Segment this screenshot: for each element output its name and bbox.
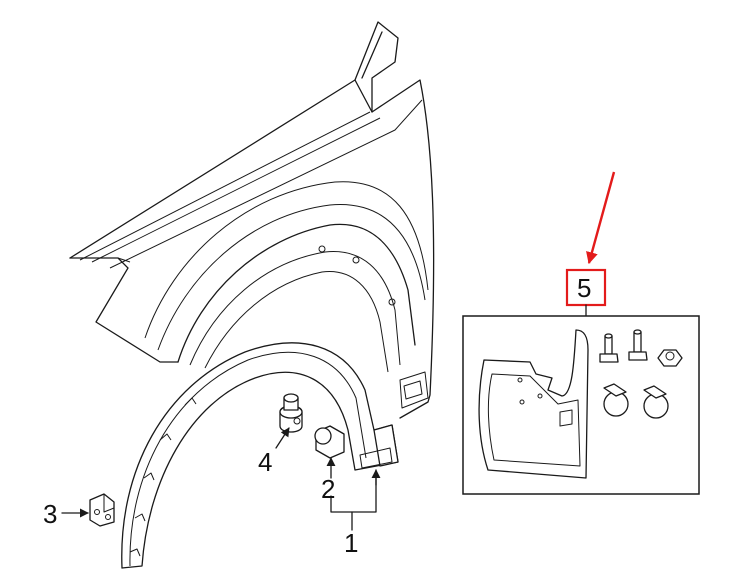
- callout-3: 3: [43, 499, 57, 529]
- callout-5: 5: [577, 273, 591, 303]
- grommet-part: [314, 425, 345, 459]
- highlight-arrow: [586, 171, 616, 265]
- leader-lines: [61, 427, 381, 531]
- callout-5-box: [565, 268, 607, 307]
- callout-2: 2: [321, 474, 335, 504]
- clip-1: [603, 383, 629, 417]
- wheel-arch-moulding: [121, 342, 399, 569]
- bolt-1: [599, 333, 619, 363]
- callout-4: 4: [258, 447, 272, 477]
- bolt-2: [628, 329, 648, 361]
- bracket-part: [89, 493, 115, 527]
- clip-2: [643, 385, 669, 419]
- mud-flap: [478, 329, 589, 479]
- mud-flap-kit-box: [462, 315, 700, 495]
- nut: [657, 349, 683, 367]
- fender-panel: [69, 21, 435, 419]
- clip-nut-part: [279, 393, 303, 433]
- callout-1: 1: [344, 528, 358, 558]
